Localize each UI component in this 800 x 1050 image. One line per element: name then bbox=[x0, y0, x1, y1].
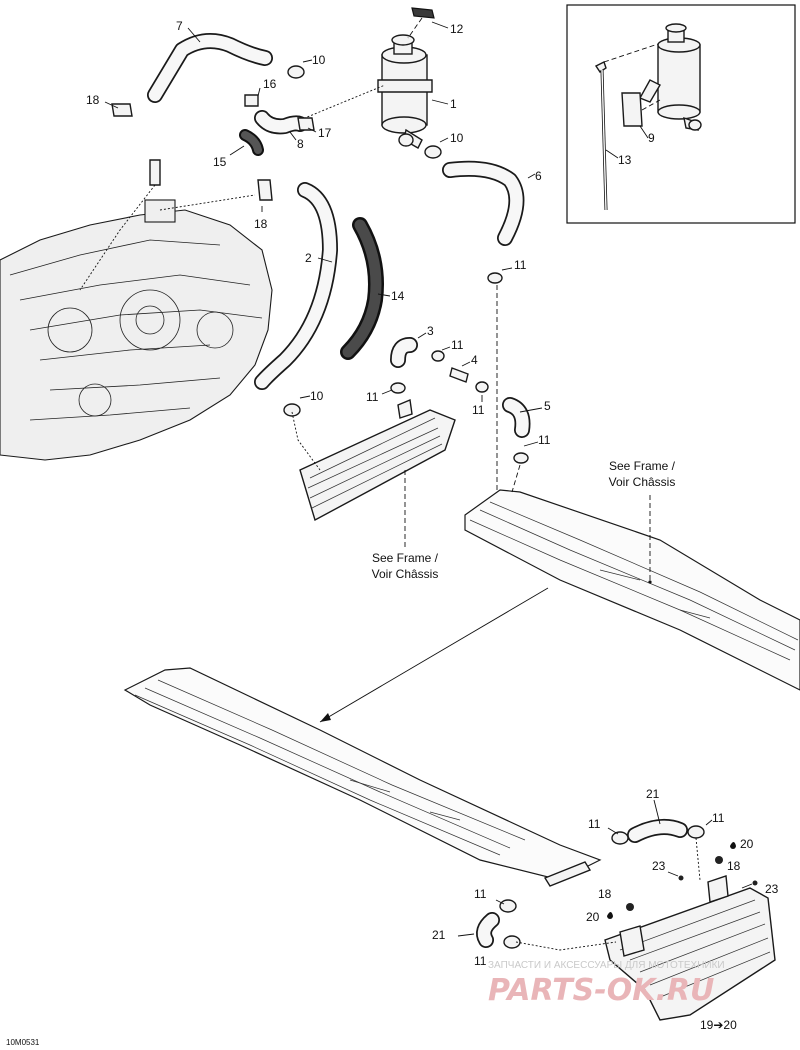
label-13: 13 bbox=[618, 153, 632, 167]
hoses bbox=[111, 33, 758, 949]
label-15: 15 bbox=[213, 155, 227, 169]
see-frame-note-lower-line2: Voir Châssis bbox=[372, 567, 439, 581]
label-10-low: 10 bbox=[310, 389, 324, 403]
label-7: 7 bbox=[176, 19, 183, 33]
leader-lines bbox=[104, 21, 753, 937]
label-17: 17 bbox=[318, 126, 332, 140]
label-23-a: 23 bbox=[652, 859, 666, 873]
watermark-logo: PARTS-OK.RU bbox=[488, 973, 714, 1008]
label-22-top: 21 bbox=[646, 787, 660, 801]
see-frame-note-upper-line1: See Frame / bbox=[609, 459, 676, 473]
label-18-mid: 18 bbox=[254, 217, 268, 231]
label-16: 16 bbox=[263, 77, 277, 91]
label-20-low: 18 bbox=[598, 887, 612, 901]
label-4: 4 bbox=[471, 353, 478, 367]
label-10-mid: 10 bbox=[450, 131, 464, 145]
label-9: 9 bbox=[648, 131, 655, 145]
drawing-code: 10M0531 bbox=[6, 1038, 40, 1047]
label-3: 3 bbox=[427, 324, 434, 338]
label-18-top: 18 bbox=[86, 93, 100, 107]
label-11-a: 11 bbox=[514, 258, 527, 272]
see-frame-notes: See Frame / Voir Châssis See Frame / Voi… bbox=[372, 459, 676, 581]
label-11-g: 11 bbox=[712, 811, 725, 825]
label-11-e: 11 bbox=[538, 433, 551, 447]
label-5: 5 bbox=[544, 399, 551, 413]
kit-reference-label: 19➔20 bbox=[700, 1018, 737, 1032]
label-10-top: 10 bbox=[312, 53, 326, 67]
part-labels: 7 12 10 1 16 18 17 10 8 15 6 18 2 11 14 … bbox=[86, 19, 779, 968]
label-23-b: 23 bbox=[765, 882, 779, 896]
heat-exchanger-front bbox=[291, 399, 456, 548]
label-11-c: 11 bbox=[366, 390, 379, 404]
label-14: 14 bbox=[391, 289, 405, 303]
label-12: 12 bbox=[450, 22, 464, 36]
label-11-f: 11 bbox=[588, 817, 601, 831]
heat-exchanger-rear bbox=[515, 837, 776, 1021]
see-frame-note-upper-line2: Voir Châssis bbox=[609, 475, 676, 489]
label-11-b: 11 bbox=[451, 338, 464, 352]
label-20-top: 18 bbox=[727, 859, 741, 873]
see-frame-note-lower-line1: See Frame / bbox=[372, 551, 439, 565]
inset-box bbox=[566, 4, 796, 224]
watermark: ЗАПЧАСТИ И АКСЕССУАРЫ ДЛЯ МОТОТЕХНИКИ PA… bbox=[488, 960, 725, 1008]
label-11-d: 11 bbox=[472, 403, 485, 417]
label-2: 2 bbox=[305, 251, 312, 265]
label-21-low: 20 bbox=[586, 910, 600, 924]
label-1: 1 bbox=[450, 97, 457, 111]
expansion-tank-assembly bbox=[299, 7, 435, 149]
label-6: 6 bbox=[535, 169, 542, 183]
watermark-tagline: ЗАПЧАСТИ И АКСЕССУАРЫ ДЛЯ МОТОТЕХНИКИ bbox=[488, 960, 725, 971]
label-11-i: 11 bbox=[474, 954, 487, 968]
label-21-top: 20 bbox=[740, 837, 754, 851]
label-8: 8 bbox=[297, 137, 304, 151]
label-11-h: 11 bbox=[474, 887, 487, 901]
engine-illustration bbox=[0, 159, 273, 461]
frame-rails bbox=[123, 285, 800, 887]
label-22-low: 21 bbox=[432, 928, 446, 942]
